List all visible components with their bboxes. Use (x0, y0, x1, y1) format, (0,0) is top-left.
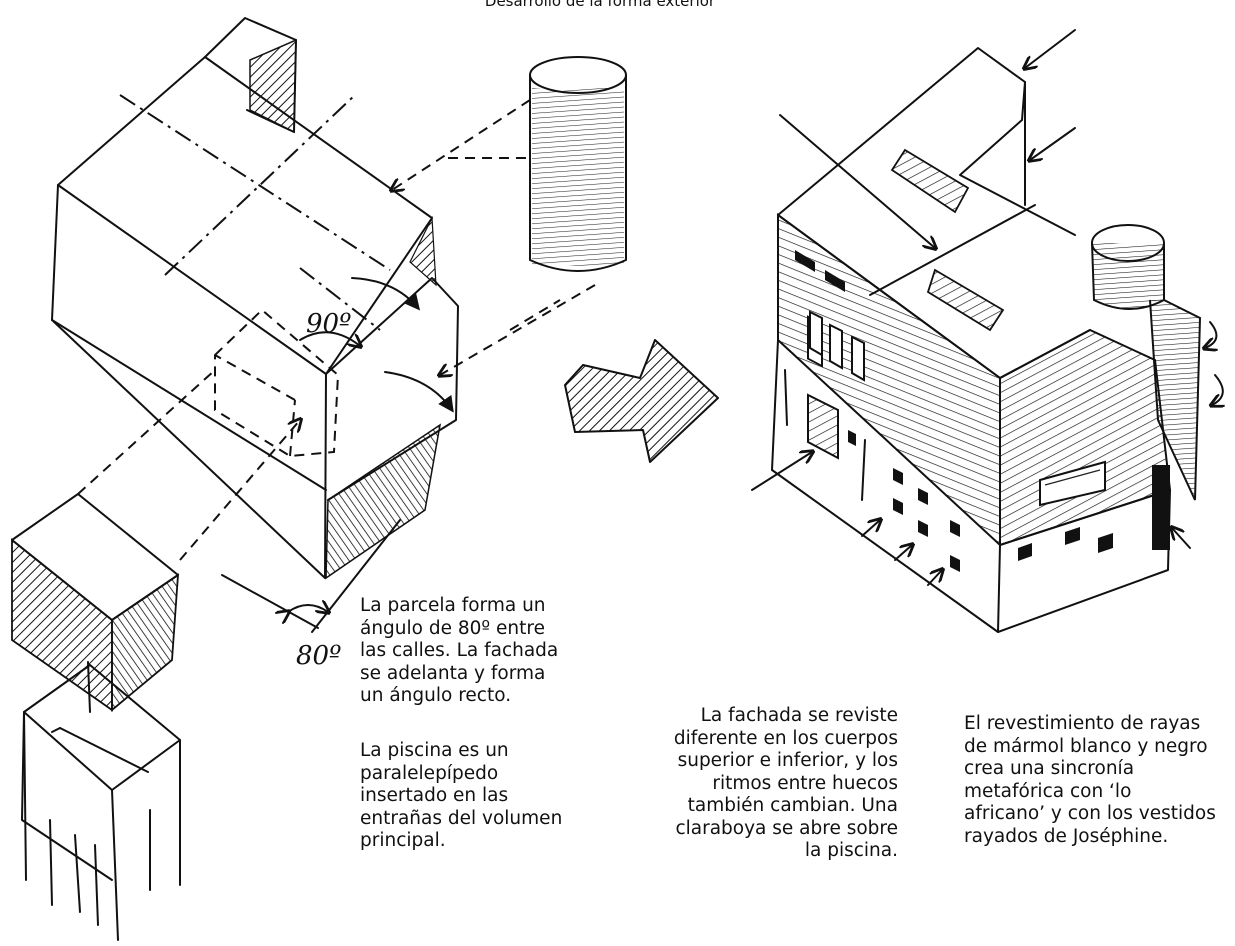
sketch-title: Desarrollo de la forma exterior (484, 0, 716, 10)
caption-revestimiento: El revestimiento de rayas de mármol blan… (964, 713, 1234, 848)
massing-volume-sketch: 90º 80º (11, 17, 627, 941)
caption-parcela: La parcela forma un ángulo de 80º entre … (360, 595, 600, 708)
building-perspective-sketch (751, 29, 1223, 633)
angle-label-80: 80º (296, 641, 341, 671)
caption-fachada-text: La fachada se reviste diferente en los c… (673, 705, 898, 861)
transformation-arrow (564, 339, 719, 463)
caption-piscina-text: La piscina es un paralelepípedo insertad… (360, 740, 563, 851)
caption-fachada: La fachada se reviste diferente en los c… (626, 705, 898, 863)
caption-piscina: La piscina es un paralelepípedo insertad… (360, 740, 600, 853)
caption-revestimiento-text: El revestimiento de rayas de mármol blan… (964, 713, 1216, 847)
caption-parcela-text: La parcela forma un ángulo de 80º entre … (360, 595, 559, 706)
angle-label-90: 90º (306, 309, 351, 339)
